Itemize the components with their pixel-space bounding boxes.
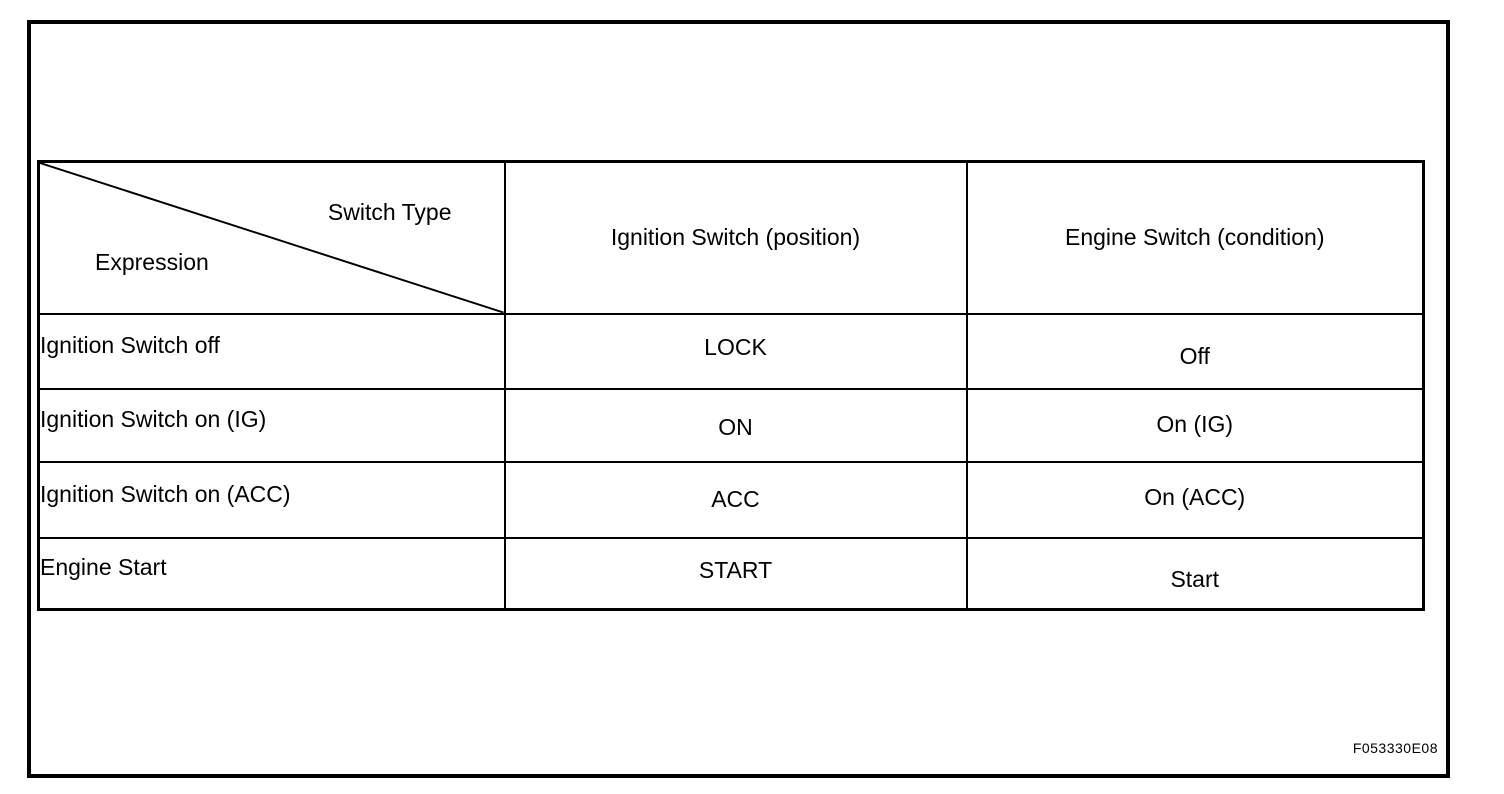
cell-ignition-position-row-4: START	[503, 536, 968, 611]
switch-type-table: Switch Type Expression Ignition Switch (…	[37, 160, 1425, 611]
cell-ignition-position-row-3: ACC	[503, 460, 968, 539]
cell-expression-row-4: Engine Start	[37, 536, 506, 611]
cell-engine-condition-row-4: Start	[965, 536, 1425, 611]
corner-header-cell: Switch Type Expression	[37, 160, 506, 315]
column-header-ignition-switch-position: Ignition Switch (position)	[503, 160, 968, 315]
table-row: Ignition Switch on (ACC) ACC On (ACC)	[37, 460, 1425, 539]
diagonal-divider-line	[40, 163, 504, 313]
cell-expression-row-1: Ignition Switch off	[37, 312, 506, 390]
table-row: Ignition Switch off LOCK Off	[37, 312, 1425, 390]
cell-expression-row-2: Ignition Switch on (IG)	[37, 387, 506, 463]
cell-ignition-position-row-1: LOCK	[503, 312, 968, 390]
corner-expression-label: Expression	[95, 248, 209, 275]
table-row: Engine Start START Start	[37, 536, 1425, 611]
table-row: Ignition Switch on (IG) ON On (IG)	[37, 387, 1425, 463]
cell-ignition-position-row-2: ON	[503, 387, 968, 463]
cell-expression-row-3: Ignition Switch on (ACC)	[37, 460, 506, 539]
figure-code: F053330E08	[1352, 740, 1438, 756]
table-header-row: Switch Type Expression Ignition Switch (…	[37, 160, 1425, 315]
cell-engine-condition-row-3: On (ACC)	[965, 460, 1425, 539]
cell-engine-condition-row-1: Off	[965, 312, 1425, 390]
corner-switch-type-label: Switch Type	[327, 199, 452, 225]
column-header-engine-switch-condition: Engine Switch (condition)	[965, 160, 1425, 315]
cell-engine-condition-row-2: On (IG)	[965, 387, 1425, 463]
